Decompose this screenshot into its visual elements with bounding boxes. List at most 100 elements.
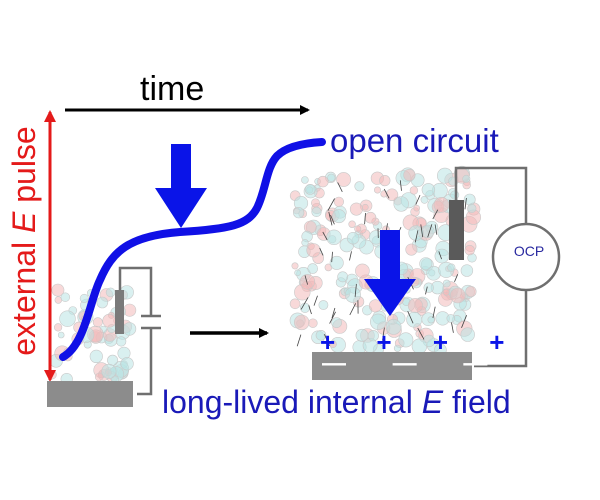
- left-probe: [115, 290, 124, 334]
- molecule: [393, 344, 402, 352]
- molecule: [301, 176, 309, 184]
- dipole-arrow: [313, 295, 318, 306]
- molecule: [291, 262, 299, 270]
- molecule: [308, 318, 318, 328]
- dipole-arrow: [432, 306, 436, 319]
- molecule: [465, 286, 477, 298]
- molecule: [306, 243, 321, 258]
- molecule: [407, 298, 423, 314]
- molecule: [89, 349, 103, 364]
- molecule: [368, 299, 382, 313]
- open-circuit-label: open circuit: [330, 122, 499, 159]
- dipole-arrow: [364, 212, 366, 225]
- molecule: [294, 269, 301, 277]
- dipole-arrow: [420, 224, 424, 238]
- right-electrode: [312, 352, 472, 380]
- dipole-arrow: [331, 307, 336, 319]
- internal-field-suffix: field: [443, 384, 511, 420]
- external-pulse-prefix: external: [6, 233, 42, 356]
- dipole-arrow: [354, 284, 357, 297]
- molecule: [379, 175, 391, 187]
- molecule: [122, 322, 137, 336]
- molecule: [120, 357, 134, 371]
- dipole-arrow: [304, 275, 308, 285]
- molecule: [427, 316, 435, 324]
- molecule: [361, 203, 369, 211]
- molecule: [370, 313, 387, 330]
- dipole-arrow: [324, 334, 330, 347]
- molecule: [79, 293, 89, 303]
- molecule: [421, 183, 436, 197]
- molecule: [446, 314, 456, 323]
- dipole-arrow: [296, 334, 302, 347]
- dipole-arrow: [329, 311, 336, 324]
- molecule: [420, 195, 429, 204]
- molecule: [447, 263, 456, 272]
- molecule: [433, 197, 450, 213]
- molecule: [318, 300, 329, 310]
- right-probe: [449, 200, 464, 260]
- dipole-arrow: [414, 230, 419, 243]
- molecule: [92, 317, 103, 328]
- molecule: [373, 186, 381, 194]
- dipole-arrow: [432, 209, 439, 220]
- dipole-arrow: [349, 251, 352, 261]
- molecule: [385, 318, 402, 335]
- molecule: [460, 264, 474, 277]
- molecule: [315, 329, 327, 341]
- dipole-arrow: [438, 251, 442, 260]
- molecule: [331, 317, 342, 328]
- molecule: [116, 336, 127, 347]
- internal-field-symbol: E: [421, 384, 444, 420]
- pulse-down-arrow-icon: [155, 144, 207, 228]
- molecule: [293, 207, 305, 219]
- dipole-arrow: [330, 214, 335, 225]
- dipole-arrow: [407, 310, 414, 324]
- molecule: [326, 229, 342, 246]
- molecule: [101, 363, 117, 379]
- dipole-arrow: [383, 188, 390, 199]
- molecule: [442, 279, 451, 288]
- dipole-arrow: [327, 198, 335, 211]
- dipole-arrow: [331, 251, 333, 263]
- molecule: [310, 198, 320, 208]
- molecule: [333, 196, 345, 207]
- molecule: [405, 243, 418, 256]
- molecule: [57, 331, 65, 339]
- molecule: [60, 292, 71, 302]
- molecule: [393, 196, 409, 212]
- molecule: [464, 244, 475, 256]
- left-electrode: [47, 381, 133, 407]
- dipole-arrow: [451, 322, 454, 333]
- molecule: [354, 225, 362, 233]
- molecule: [299, 274, 316, 290]
- molecule: [336, 172, 351, 187]
- dipole-arrow: [382, 327, 385, 341]
- molecule: [53, 323, 63, 332]
- molecule: [423, 282, 434, 293]
- dipole-arrow: [425, 286, 428, 295]
- molecule: [403, 168, 416, 182]
- molecule: [304, 183, 316, 195]
- molecule: [344, 286, 361, 303]
- dipole-arrow: [417, 327, 425, 340]
- capacitor-icon: [141, 314, 161, 330]
- molecule: [332, 209, 346, 224]
- dipole-arrow: [300, 297, 309, 310]
- left-circuit-wire: [118, 266, 153, 396]
- molecule: [96, 296, 109, 309]
- molecule: [349, 202, 363, 216]
- molecule: [364, 211, 377, 224]
- molecule: [398, 332, 414, 348]
- dipole-arrow: [308, 305, 312, 315]
- molecule: [450, 190, 460, 200]
- dipole-arrow: [319, 247, 324, 256]
- molecule: [59, 310, 76, 327]
- ocp-meter-icon: [491, 222, 561, 292]
- negative-charges: — — — —: [322, 350, 579, 377]
- molecule: [346, 232, 360, 245]
- molecule: [329, 340, 337, 349]
- dipole-arrow: [461, 315, 467, 328]
- internal-field-prefix: long-lived internal: [162, 384, 422, 420]
